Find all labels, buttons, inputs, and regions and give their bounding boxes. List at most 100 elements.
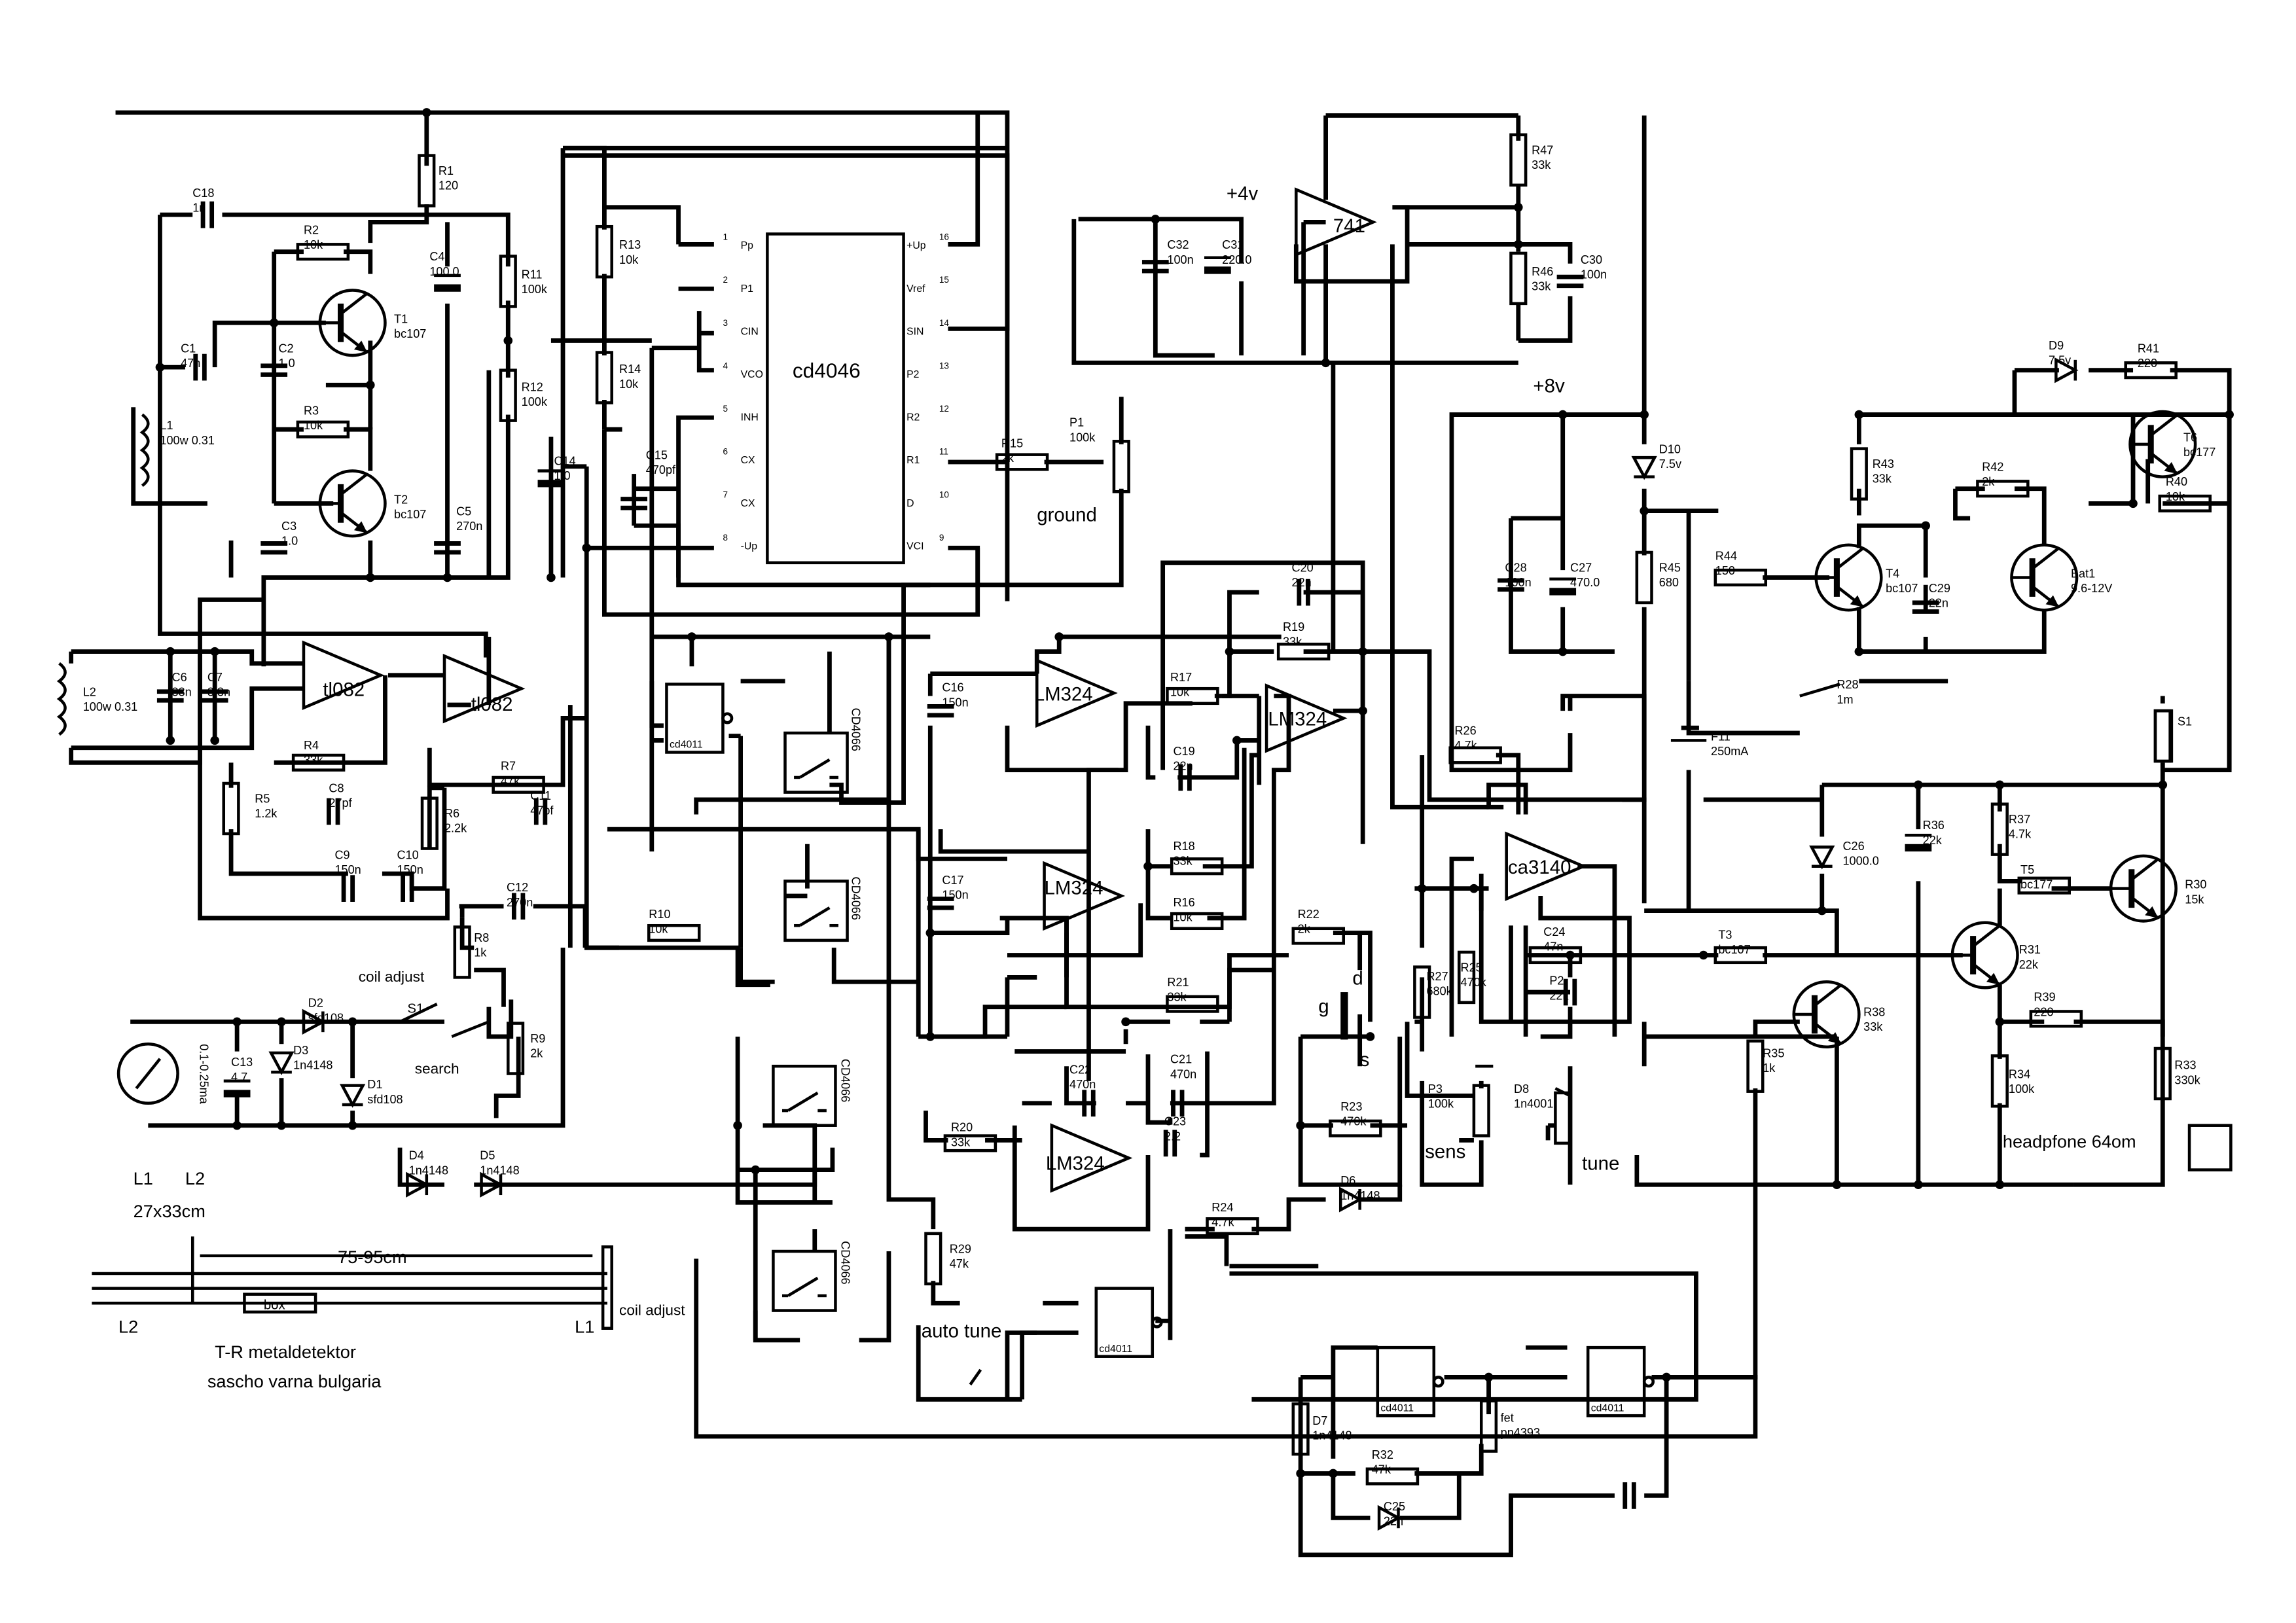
component-ref: R18 (1173, 840, 1194, 853)
component-ref: C12 (507, 881, 528, 894)
component-value: 220 (2138, 357, 2157, 370)
component-ref: C11 (530, 789, 551, 802)
component-value: 270n (456, 520, 482, 533)
component-value: 1m (1837, 693, 1853, 706)
cd4046-pin-labels: 1Pp2P13CIN4VCO5INH6CX7CX8-Up16+Up15Vref1… (723, 232, 949, 552)
component-ref: R47 (1532, 143, 1553, 156)
component-value: 2.2 (1164, 1130, 1181, 1143)
cd4046-pin-name: P1 (741, 283, 754, 294)
component-value: 1n4148 (409, 1164, 448, 1177)
component-value: 100k (2009, 1082, 2035, 1096)
search-label: search (415, 1061, 459, 1077)
component-value: 10k (2166, 490, 2185, 503)
component-ref: R14 (619, 363, 641, 376)
component-value: 1000.0 (1842, 854, 1878, 867)
component-value: 33k (1532, 280, 1551, 293)
switch-s1-label: S1 (407, 1002, 423, 1016)
component-ref: R29 (950, 1242, 971, 1255)
component-value: bc177 (2020, 878, 2053, 891)
component-value: 47k (501, 774, 520, 787)
component-value: 680k (1426, 985, 1452, 998)
component-value: 470.0 (1570, 576, 1600, 589)
component-value: 33k (304, 754, 323, 767)
cd4046-pin-name: VCI (906, 541, 924, 552)
component-value: 470k (1340, 1115, 1367, 1128)
component-value: 1.0 (554, 469, 570, 482)
component-value: 220 (2034, 1005, 2053, 1018)
cd4046-pin-number: 8 (723, 533, 728, 543)
component-value: 2k (1298, 923, 1311, 936)
component-value: 4.7k (2009, 828, 2032, 841)
component-ref: R39 (2034, 991, 2055, 1004)
component-ref: R40 (2166, 475, 2187, 488)
cd4046-pin-name: P2 (906, 369, 919, 380)
components (56, 135, 2233, 1528)
component-value: 2.2k (444, 822, 467, 835)
ground-label: ground (1037, 504, 1097, 526)
component-value: 100w 0.31 (83, 700, 138, 713)
component-ref: T6 (2183, 431, 2197, 444)
component-ref: R7 (501, 760, 516, 773)
component-ref: C5 (456, 505, 471, 518)
component-ref: D3 (293, 1044, 308, 1057)
cd4046-pin-name: D (906, 498, 914, 509)
component-value: 150 (1715, 564, 1735, 577)
component-ref: R36 (1923, 819, 1945, 832)
coil-note-box: box (264, 1298, 285, 1312)
component-value: 10k (649, 923, 668, 936)
component-ref: C32 (1167, 238, 1189, 251)
component-value: 33k (1863, 1020, 1883, 1033)
u2b-label: LM324 (1268, 709, 1327, 730)
cd4046-pin-number: 14 (939, 318, 950, 328)
cd4066-label-2: CD4066 (849, 877, 862, 920)
auto-tune-label: auto tune (922, 1320, 1002, 1342)
component-value: 4.7k (1454, 739, 1477, 752)
component-value: 120 (439, 179, 458, 192)
component-value: bc177 (2183, 446, 2215, 459)
coil-note-span: 75-95cm (338, 1247, 407, 1267)
component-value: 22n (1292, 576, 1312, 589)
component-value: 2k (1001, 452, 1014, 465)
component-ref: R23 (1340, 1100, 1362, 1113)
cd4046-pin-name: CIN (741, 326, 759, 337)
component-value: 470n (1170, 1067, 1196, 1080)
component-ref: C15 (646, 448, 668, 461)
component-ref: R6 (444, 807, 459, 820)
component-value: 1n4148 (480, 1164, 519, 1177)
component-ref: C8 (329, 782, 344, 795)
component-value: 4.7 (231, 1071, 247, 1084)
component-value: 100k (1428, 1097, 1454, 1111)
component-ref: R45 (1659, 561, 1681, 574)
component-ref: R1 (439, 164, 454, 177)
component-value: 150n (397, 863, 423, 876)
component-ref: R28 (1837, 678, 1858, 691)
component-value: sfd108 (367, 1093, 403, 1106)
component-value: bc107 (1718, 943, 1750, 956)
component-ref: C20 (1292, 561, 1314, 574)
component-ref: R5 (255, 792, 270, 805)
coil-note-end-l2: L2 (118, 1316, 138, 1336)
cd4046-pin-name: R1 (906, 455, 920, 466)
cd4046-pin-name: R2 (906, 412, 920, 423)
component-value: 3.3n (207, 686, 230, 699)
component-ref: R4 (304, 739, 319, 752)
component-value: 470n (1069, 1078, 1096, 1091)
component-value: bc107 (394, 327, 426, 340)
cd4046-pin-number: 2 (723, 275, 728, 285)
component-ref: R8 (474, 931, 489, 944)
cd4046-pin-number: 9 (939, 533, 944, 543)
component-value: 100n (1167, 253, 1193, 266)
component-value: 100n (1581, 268, 1607, 281)
component-value: 33k (1532, 158, 1551, 171)
component-ref: D1 (367, 1078, 382, 1091)
component-value: 7.5v (1659, 457, 1681, 471)
component-ref: C24 (1543, 925, 1565, 938)
component-ref: R42 (1982, 461, 2003, 474)
cd4066-label-4: CD4066 (839, 1241, 852, 1284)
component-ref: R10 (649, 908, 670, 921)
texts: cd4046 tl082 tl082 LM324 LM324 LM324 LM3… (118, 183, 2136, 1414)
nand1-label: cd4011 (670, 740, 703, 751)
component-ref: D9 (2049, 339, 2064, 352)
component-ref: C4 (429, 250, 444, 263)
component-value: 10k (619, 253, 639, 266)
